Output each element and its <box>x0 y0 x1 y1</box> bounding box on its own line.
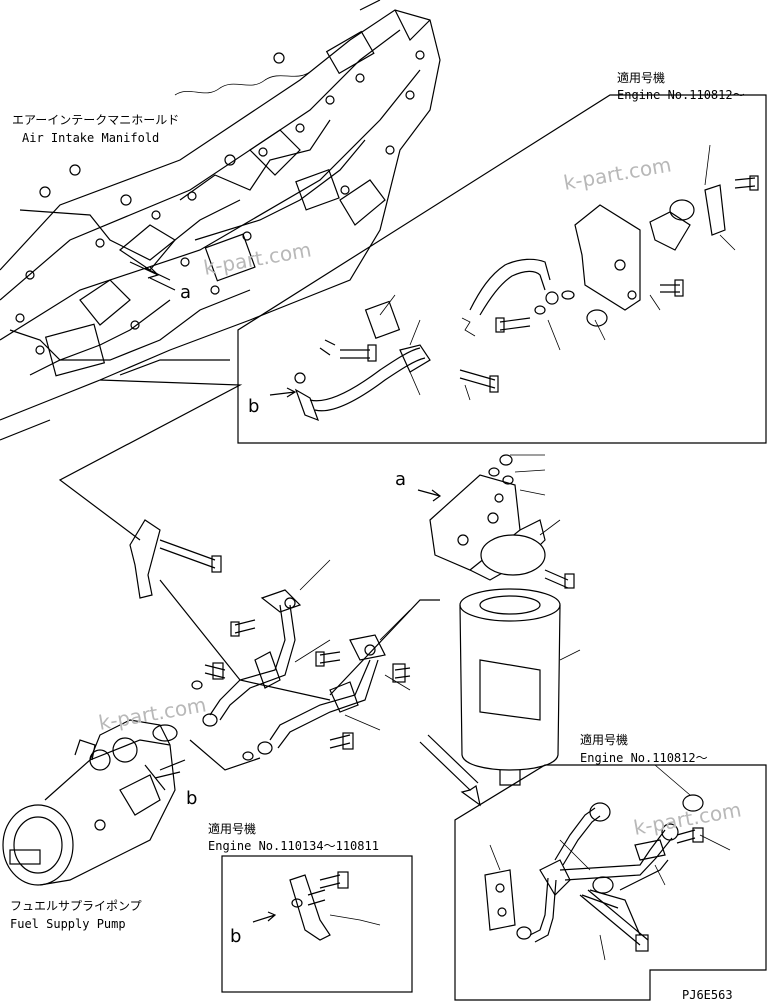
part-code: PJ6E563 <box>682 988 733 1002</box>
inset-left-parts <box>252 871 381 941</box>
ref-arrow-b <box>154 771 181 779</box>
applicable-label-top: 適用号機 <box>617 70 665 85</box>
inset-frame-bottom <box>454 764 767 1001</box>
ref-label-b-inset: b <box>248 396 259 417</box>
ref-arrow-b-inset <box>269 387 297 398</box>
ref-label-a-filter: a <box>395 469 406 490</box>
ref-label-a-manifold: a <box>180 282 191 303</box>
watermark-4: k-part.com <box>632 797 743 840</box>
ref-label-b-left-inset: b <box>230 926 241 947</box>
air-intake-manifold <box>0 0 441 441</box>
ref-label-b-pump: b <box>186 788 197 809</box>
fuel-pump-label-jp: フュエルサプライポンプ <box>10 899 142 913</box>
engine-number-bottom: Engine No.110812～ <box>580 751 708 765</box>
reference-line <box>58 379 243 541</box>
pump-leader <box>189 739 261 771</box>
ref-arrow-a-manifold <box>129 261 160 279</box>
inset-top-parts <box>294 144 759 422</box>
air-intake-label-jp: エアーインテークマニホールド <box>12 113 179 127</box>
applicable-label-bottom: 適用号機 <box>580 732 628 747</box>
applicable-label-left: 適用号機 <box>208 821 256 836</box>
engine-number-top: Engine No.110812～ <box>617 88 745 102</box>
watermark-3: k-part.com <box>97 692 208 735</box>
inset-bottom-parts <box>484 764 731 961</box>
fuel-filter <box>429 454 581 786</box>
fuel-pump-label-en: Fuel Supply Pump <box>10 917 126 931</box>
ref-arrow-a <box>417 489 442 502</box>
air-intake-label-en: Air Intake Manifold <box>22 131 159 145</box>
inset-frame-top <box>237 94 767 444</box>
detail-arrow <box>419 741 481 807</box>
engine-number-range: Engine No.110134～110811 <box>208 839 379 853</box>
fuel-supply-pump <box>2 719 178 886</box>
watermark-1: k-part.com <box>562 152 673 195</box>
fuel-lines <box>129 519 440 761</box>
inset-frame-left <box>221 855 413 993</box>
